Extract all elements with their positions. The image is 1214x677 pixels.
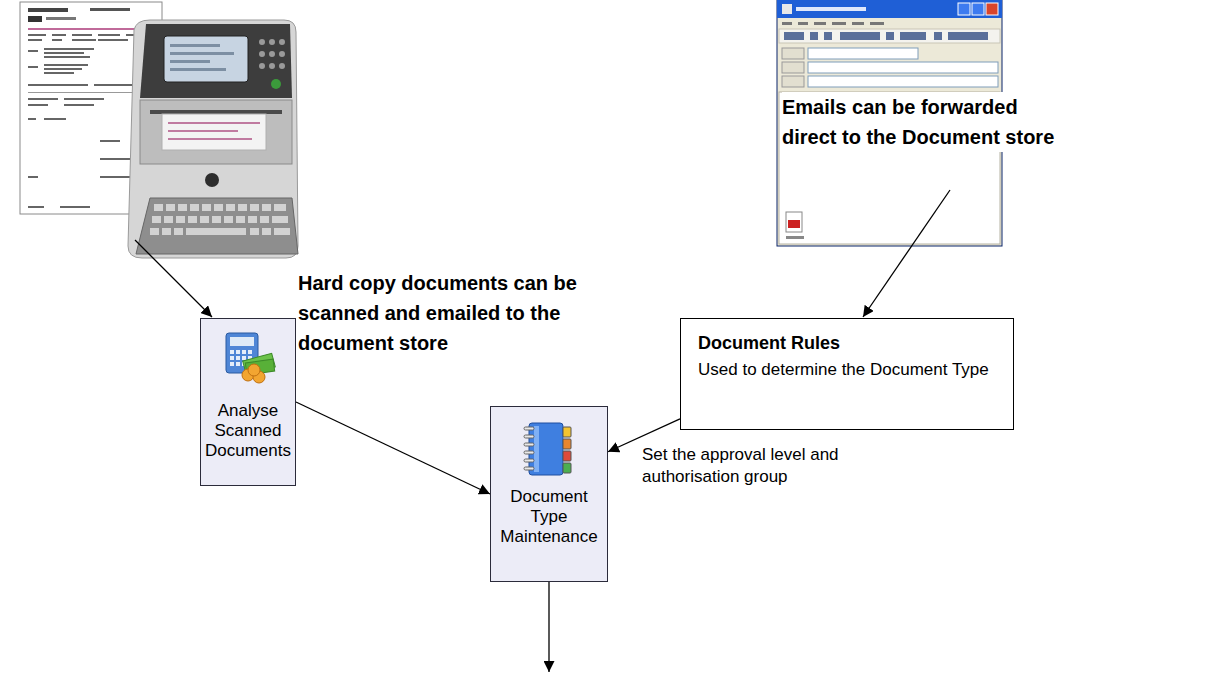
output-leader — [548, 582, 549, 672]
box-body: Used to determine the Document Type — [698, 359, 1003, 381]
email-leader — [863, 190, 950, 317]
callout-note: Set the approval level and authorisation… — [642, 444, 907, 488]
tool-label: Document Type Maintenance — [500, 487, 597, 547]
flow-arrow — [296, 402, 490, 494]
tool-label: Analyse Scanned Documents — [205, 401, 291, 461]
scanner-leader — [135, 240, 212, 317]
box-heading: Document Rules — [698, 331, 1003, 355]
tool-tile: Document Type Maintenance — [490, 406, 608, 582]
calculator-icon — [218, 329, 278, 385]
callout-note: Emails can be forwarded direct to the Do… — [782, 92, 1062, 152]
scanner-illustration — [128, 20, 298, 258]
notebook-icon — [519, 419, 579, 479]
rule-box: Document RulesUsed to determine the Docu… — [680, 318, 1014, 430]
callout-note: Hard copy documents can be scanned and e… — [298, 268, 638, 358]
tool-tile: Analyse Scanned Documents — [200, 318, 296, 486]
